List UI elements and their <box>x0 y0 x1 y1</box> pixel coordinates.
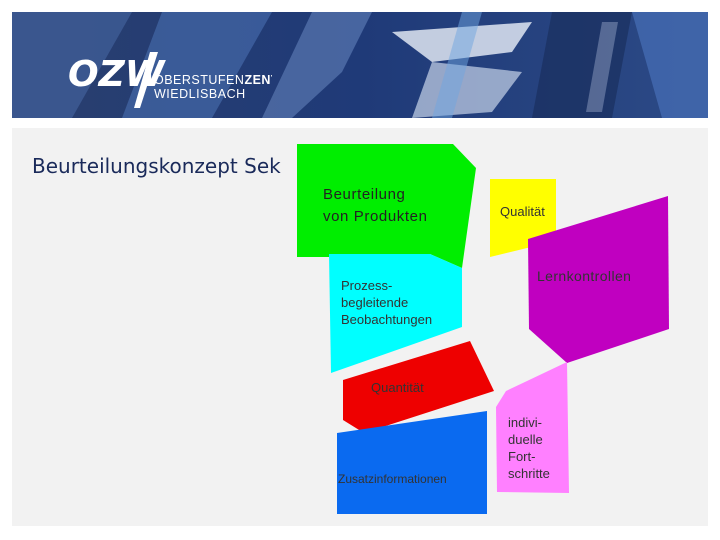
label-produkten-line2: von Produkten <box>323 208 428 225</box>
label-prozess: Prozess- begleitende Beobachtungen <box>341 277 461 328</box>
label-produkten: Beurteilung von Produkten <box>323 184 463 228</box>
label-quantitaet: Quantität <box>371 380 424 395</box>
banner-background <box>12 12 708 118</box>
header-banner: OZW OBERSTUFENZENTRUM WIEDLISBACH <box>12 12 708 118</box>
label-individuell: indivi- duelle Fort- schritte <box>508 414 564 482</box>
label-individuell-line2: duelle <box>508 432 543 447</box>
block-produkten <box>297 144 476 268</box>
label-lernkontrollen: Lernkontrollen <box>537 268 632 284</box>
label-zusatz: Zusatzinformationen <box>338 472 447 486</box>
label-qualitaet: Qualität <box>500 204 545 219</box>
block-lernkontrollen <box>528 196 669 363</box>
label-produkten-line1: Beurteilung <box>323 186 406 203</box>
block-prozess <box>329 254 462 373</box>
school-name-line1: OBERSTUFENZENTRUM <box>154 73 272 87</box>
slide-title: Beurteilungskonzept Sek <box>32 154 281 178</box>
block-zusatz <box>337 411 487 514</box>
block-individuell <box>496 362 569 493</box>
label-individuell-line3: Fort- <box>508 449 536 464</box>
ozw-logo: OZW OBERSTUFENZENTRUM WIEDLISBACH <box>68 52 272 108</box>
label-individuell-line4: schritte <box>508 466 550 481</box>
label-individuell-line1: indivi- <box>508 415 542 430</box>
block-quantitaet <box>343 341 494 433</box>
label-prozess-line1: Prozess- <box>341 278 393 293</box>
school-name-line2: WIEDLISBACH <box>154 87 246 101</box>
label-prozess-line3: Beobachtungen <box>341 312 433 327</box>
label-prozess-line2: begleitende <box>341 295 409 310</box>
